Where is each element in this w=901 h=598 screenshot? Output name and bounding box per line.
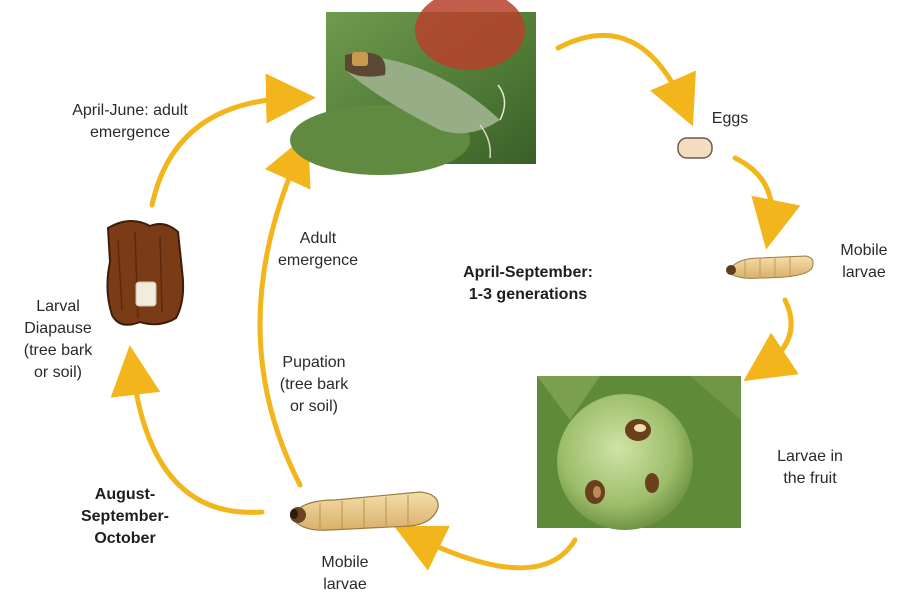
label-april-june-adult-emergence: April-June: adult emergence <box>42 100 218 144</box>
arrow-fruit-to-larvae <box>412 535 575 568</box>
label-generations: April-September: 1-3 generations <box>440 262 616 306</box>
arrow-larvae-to-pupation <box>260 152 300 485</box>
larva-icon-right <box>726 256 813 278</box>
label-mobile-larvae-right: Mobile larvae <box>826 240 901 284</box>
label-mobile-larvae-bottom: Mobile larvae <box>300 552 390 596</box>
bark-icon <box>107 221 183 325</box>
arrow-adult-to-eggs <box>558 35 685 108</box>
arrow-eggs-to-larvae <box>735 158 772 230</box>
larva-icon-bottom <box>290 492 438 530</box>
label-august-september-october: August- September- October <box>60 484 190 550</box>
apple-photo <box>537 376 741 530</box>
egg-icon <box>678 138 712 158</box>
moth-photo <box>290 0 536 175</box>
label-larval-diapause: Larval Diapause (tree bark or soil) <box>6 296 110 384</box>
arrow-larvae-to-fruit <box>760 300 791 370</box>
label-larvae-in-fruit: Larvae in the fruit <box>760 446 860 490</box>
label-pupation: Pupation (tree bark or soil) <box>262 352 366 418</box>
label-eggs: Eggs <box>700 108 760 130</box>
label-adult-emergence: Adult emergence <box>268 228 368 272</box>
